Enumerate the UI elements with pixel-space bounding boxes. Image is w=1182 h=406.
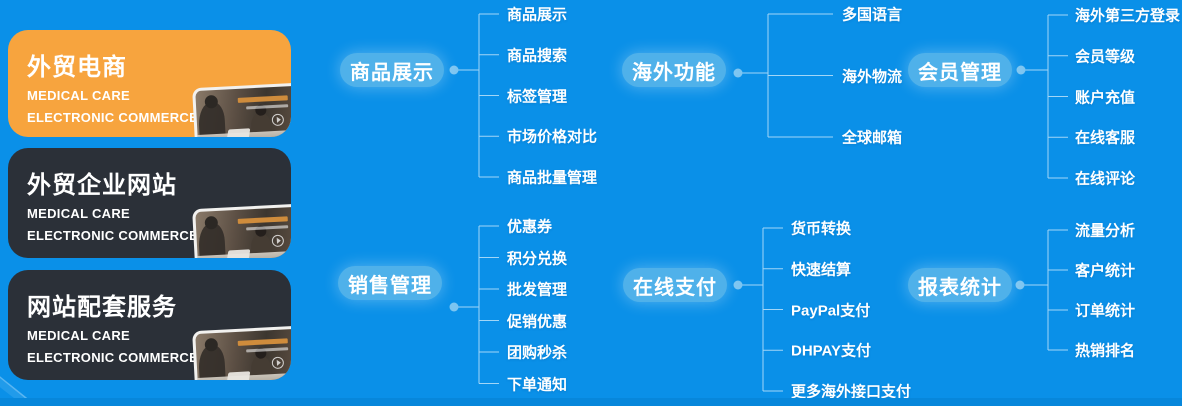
- connector-dot: [449, 65, 459, 75]
- tree-leaf: PayPal支付: [791, 302, 871, 319]
- tree-node-sales-management: 销售管理: [338, 266, 442, 300]
- tree-leaf: 商品搜索: [507, 47, 568, 65]
- card-subtitle: MEDICAL CARE: [27, 88, 131, 103]
- tree-leaf: 促销优惠: [507, 313, 568, 330]
- tree-leaf: 快速结算: [791, 261, 852, 279]
- bottom-accent-strip: [0, 398, 1182, 406]
- tree-node-product-display: 商品展示: [340, 53, 444, 87]
- card-subtitle: MEDICAL CARE: [27, 206, 131, 221]
- tree-leaf: 会员等级: [1075, 48, 1136, 66]
- tree-leaf: 商品展示: [507, 6, 568, 24]
- connector-line: [458, 13, 499, 178]
- card-thumbnail: [192, 326, 291, 380]
- connector-line: [742, 227, 783, 392]
- tree-node-member-management: 会员管理: [908, 53, 1012, 87]
- website-preview-image: [195, 207, 291, 258]
- tree-leaf: 商品批量管理: [507, 169, 598, 187]
- tab-card-website-support-services[interactable]: 网站配套服务 MEDICAL CARE ELECTRONIC COMMERCE: [8, 270, 291, 380]
- tree-leaf: 市场价格对比: [507, 128, 598, 146]
- tab-card-foreign-trade-ecommerce[interactable]: 外贸电商 MEDICAL CARE ELECTRONIC COMMERCE: [8, 30, 291, 137]
- tree-leaf: 标签管理: [507, 88, 568, 105]
- tree-leaf: 流量分析: [1075, 222, 1136, 240]
- tree-leaf: 全球邮箱: [842, 129, 903, 147]
- play-icon: [271, 356, 285, 370]
- play-icon: [271, 113, 285, 127]
- connector-dot: [449, 302, 459, 312]
- tree-leaf: DHPAY支付: [791, 342, 872, 360]
- tree-leaf: 下单通知: [507, 376, 568, 393]
- connector-line: [1025, 14, 1068, 179]
- tree-leaf: 批发管理: [507, 281, 568, 299]
- tree-leaf: 海外物流: [842, 68, 903, 85]
- tab-card-foreign-trade-website[interactable]: 外贸企业网站 MEDICAL CARE ELECTRONIC COMMERCE: [8, 148, 291, 258]
- card-thumbnail: [192, 204, 291, 258]
- website-preview-image: [195, 86, 291, 137]
- card-subtitle: MEDICAL CARE: [27, 328, 131, 343]
- connector-dot: [1015, 280, 1025, 290]
- tree-leaf: 多国语言: [842, 6, 903, 24]
- connector-dot: [1016, 65, 1026, 75]
- tree-leaf: 在线评论: [1075, 170, 1136, 188]
- card-thumbnail: [192, 83, 291, 137]
- tree-leaf: 积分兑换: [507, 250, 568, 267]
- card-title: 外贸电商: [27, 54, 127, 81]
- website-preview-image: [195, 329, 291, 380]
- connector-line: [1024, 229, 1068, 351]
- tree-leaf: 更多海外接口支付: [791, 383, 912, 401]
- tree-leaf: 海外第三方登录: [1075, 7, 1181, 25]
- tree-node-online-payment: 在线支付: [623, 268, 727, 302]
- tree-node-report-statistics: 报表统计: [908, 268, 1012, 302]
- card-title: 外贸企业网站: [27, 172, 177, 199]
- play-icon: [271, 234, 285, 248]
- connector-dot: [733, 68, 743, 78]
- tree-leaf: 热销排名: [1075, 342, 1136, 360]
- tree-leaf: 货币转换: [791, 220, 852, 238]
- tree-leaf: 团购秒杀: [507, 344, 568, 362]
- connector-line: [458, 225, 499, 384]
- card-subtitle: ELECTRONIC COMMERCE: [27, 228, 199, 243]
- connector-dot: [733, 280, 743, 290]
- card-title: 网站配套服务: [27, 294, 177, 321]
- tree-node-overseas-features: 海外功能: [622, 53, 726, 87]
- tree-leaf: 账户充值: [1075, 89, 1136, 106]
- tree-leaf: 订单统计: [1075, 302, 1136, 320]
- card-subtitle: ELECTRONIC COMMERCE: [27, 110, 199, 125]
- connector-line: [742, 13, 833, 138]
- card-subtitle: ELECTRONIC COMMERCE: [27, 350, 199, 365]
- tree-leaf: 在线客服: [1075, 129, 1136, 147]
- tree-leaf: 客户统计: [1075, 262, 1136, 280]
- tree-leaf: 优惠券: [507, 218, 553, 236]
